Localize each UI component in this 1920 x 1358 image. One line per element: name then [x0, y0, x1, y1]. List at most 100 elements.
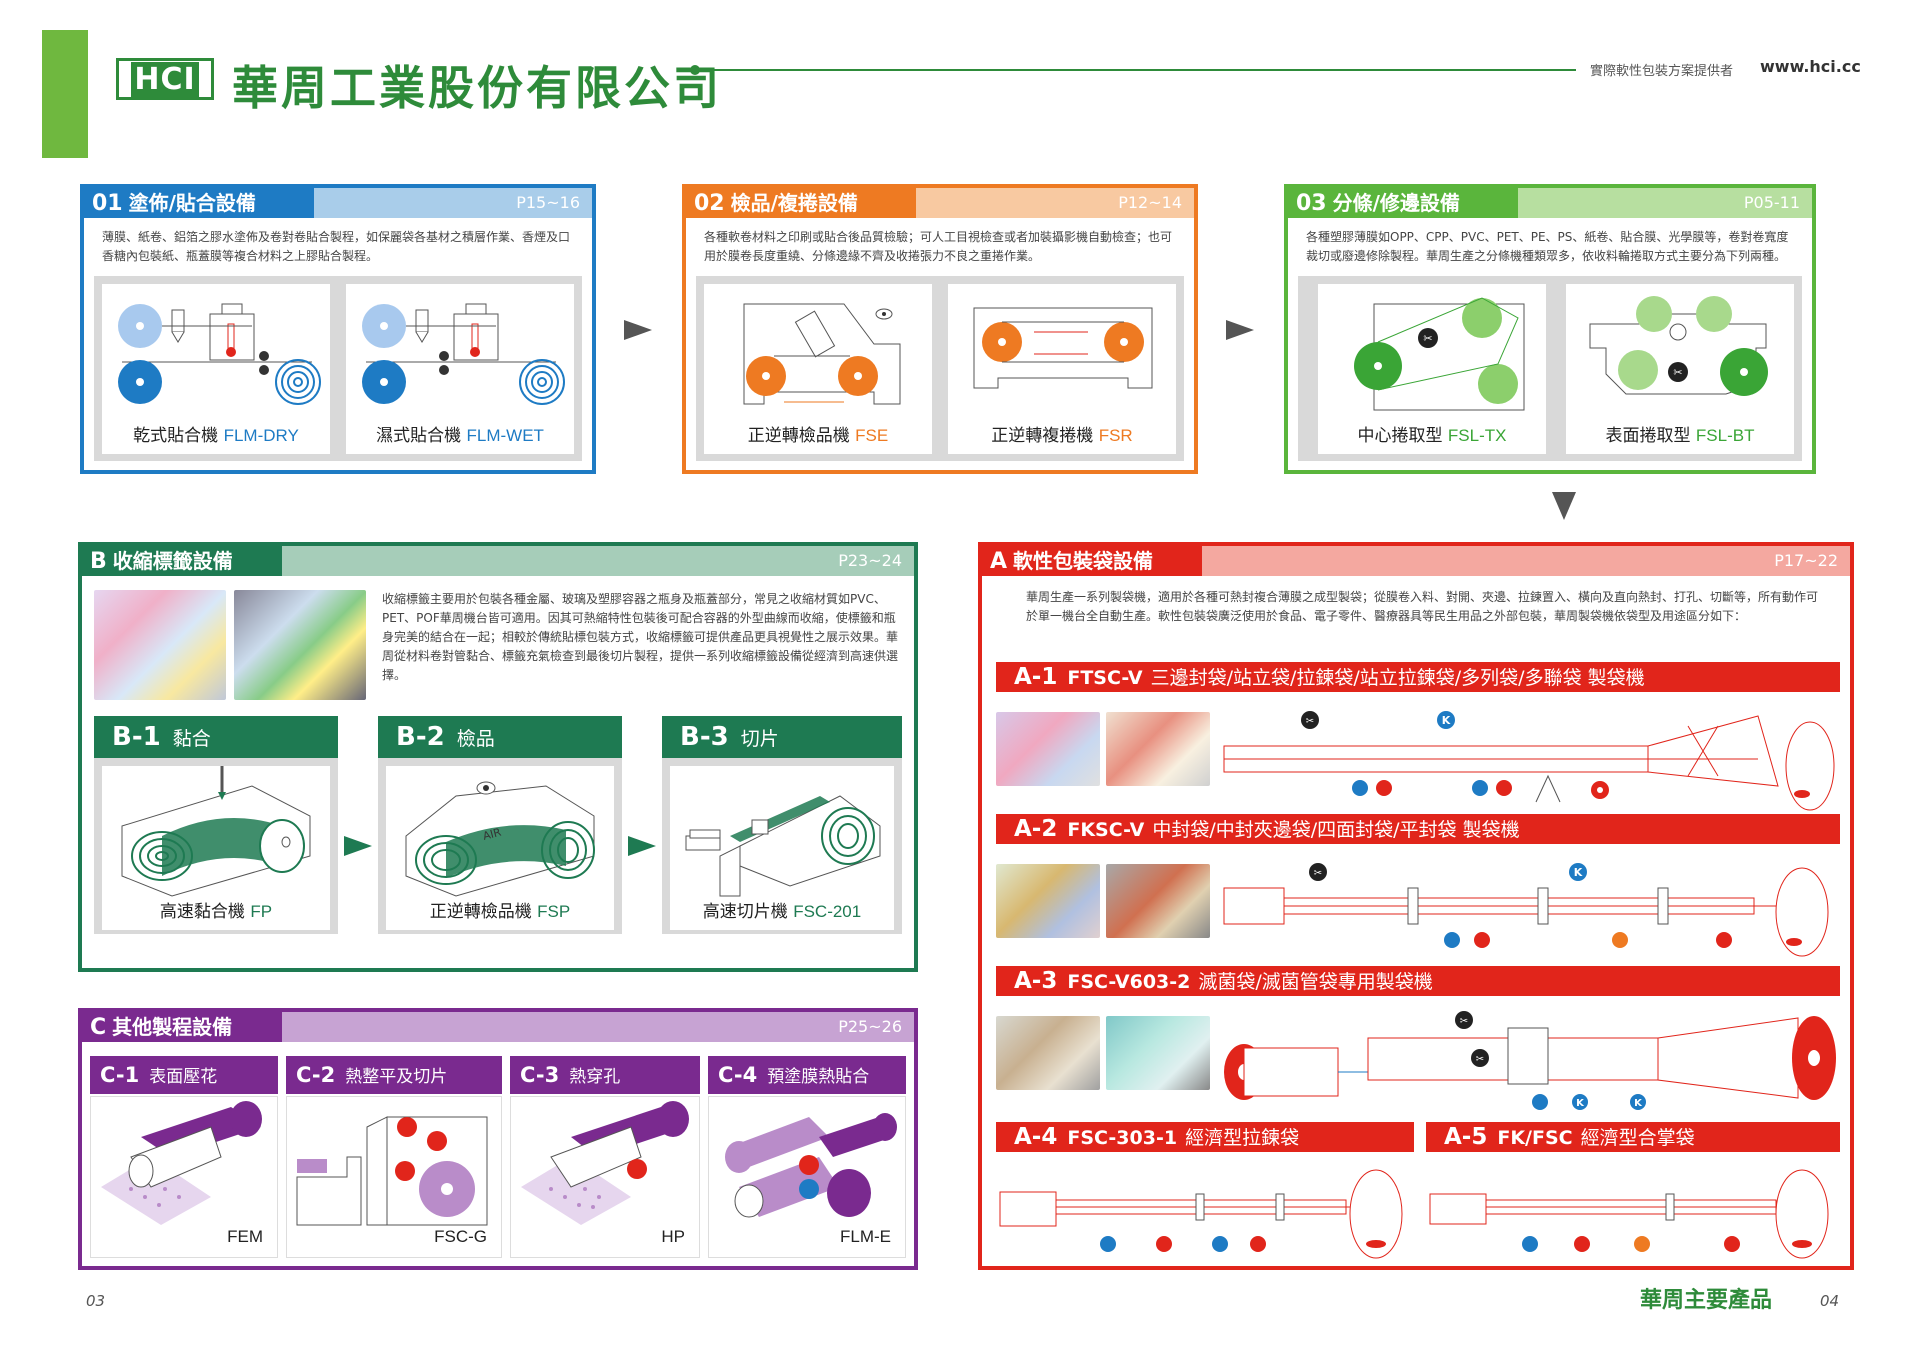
product-photo-packages: [94, 590, 226, 700]
machine-gallery: 乾式貼合機 FLM-DRY 濕式貼合機 FLM-WET: [94, 276, 582, 461]
machine-card-flm-dry[interactable]: 乾式貼合機 FLM-DRY: [102, 284, 330, 454]
k-badge: K: [1576, 1098, 1585, 1109]
k-badge: K: [1634, 1098, 1643, 1109]
product-photo-a1-1: [996, 712, 1100, 786]
product-photo-a1-2: [1106, 712, 1210, 786]
machine-gallery: 正逆轉檢品機 FSE 正逆轉複捲機 FSR: [696, 276, 1184, 461]
a3-machine-schematic: ✂ ✂ K K: [1224, 1011, 1836, 1110]
svg-text:✂: ✂: [1460, 1016, 1468, 1027]
flow-arrow: [1226, 320, 1254, 340]
company-name: 華周工業股份有限公司: [232, 61, 722, 115]
machine-card-fsc-g[interactable]: FSC-G: [286, 1096, 502, 1258]
k-badge: K: [1442, 714, 1451, 727]
website-link[interactable]: www.hci.cc: [1760, 57, 1861, 76]
rewinder-diagram: [973, 307, 1153, 389]
company-logo: HCI: [116, 58, 214, 100]
machine-card-fsc-201[interactable]: 高速切片機 FSC-201: [662, 758, 902, 934]
page-ref: P25~26: [838, 1017, 902, 1036]
machine-card-flm-e[interactable]: FLM-E: [708, 1096, 906, 1258]
air-label: AIR: [481, 825, 502, 842]
cutting-machine-diagram: [685, 795, 881, 897]
k-badge: K: [1574, 866, 1583, 879]
a2-machine-schematic: ✂ K: [1223, 863, 1829, 957]
inspection-machine-diagram: [743, 303, 901, 405]
machine-card-fem[interactable]: FEM: [90, 1096, 278, 1258]
machine-code: FLM-E: [840, 1227, 891, 1246]
panel-description: 各種塑膠薄膜如OPP、CPP、PVC、PET、PE、PS、紙卷、貼合膜、光學膜等…: [1306, 230, 1789, 263]
page-ref: P15~16: [516, 193, 580, 212]
label-inspection-diagram: AIR: [405, 781, 595, 897]
machine-code: FEM: [227, 1227, 263, 1246]
flow-arrow: [624, 320, 652, 340]
flow-arrow: [344, 836, 372, 856]
machine-label: 正逆轉檢品機 FSE: [747, 426, 889, 446]
svg-text:✂: ✂: [1306, 716, 1314, 727]
machine-card-fsp[interactable]: AIR 正逆轉檢品機 FSP: [378, 758, 622, 934]
machine-card-hp[interactable]: HP: [510, 1096, 700, 1258]
header-divider: [690, 65, 1576, 75]
page-ref: P12~14: [1118, 193, 1182, 212]
svg-text:✂: ✂: [1423, 332, 1432, 345]
machine-label: 正逆轉複捲機 FSR: [991, 426, 1133, 446]
gluing-machine-diagram: [121, 766, 311, 897]
product-photo-a3-2: [1106, 1016, 1210, 1090]
machine-label: 表面捲取型 FSL-BT: [1605, 426, 1755, 446]
a4-machine-schematic: [999, 1169, 1403, 1259]
panel-description: 收縮標籤主要用於包裝各種金屬、玻璃及塑膠容器之瓶身及瓶蓋部分，常見之收縮材質如P…: [382, 592, 899, 682]
machine-label: 高速黏合機 FP: [159, 902, 273, 922]
machine-card-fse[interactable]: 正逆轉檢品機 FSE: [704, 284, 932, 454]
wet-laminator-diagram: [362, 303, 565, 405]
product-photo-a3-1: [996, 1016, 1100, 1090]
dry-laminator-diagram: [118, 303, 321, 405]
machine-card-fp[interactable]: 高速黏合機 FP: [94, 758, 338, 934]
product-photo-bottles: [234, 590, 366, 700]
product-photo-a2-2: [1106, 864, 1210, 938]
machine-label: 中心捲取型 FSL-TX: [1357, 426, 1507, 446]
machine-label: 高速切片機 FSC-201: [702, 902, 862, 922]
flow-arrow-down: [1552, 492, 1576, 520]
machine-code: FSC-G: [434, 1227, 487, 1246]
page-ref: P23~24: [838, 551, 902, 570]
machine-card-flm-wet[interactable]: 濕式貼合機 FLM-WET: [346, 284, 574, 454]
tagline: 實際軟性包裝方案提供者: [1590, 64, 1734, 79]
machine-card-fsl-tx[interactable]: ✂ 中心捲取型 FSL-TX: [1318, 284, 1546, 454]
machine-card-fsr[interactable]: 正逆轉複捲機 FSR: [948, 284, 1176, 454]
page-ref: P17~22: [1774, 551, 1838, 570]
panel-description: 各種軟卷材料之印刷或貼合後品質檢驗；可人工目視檢查或者加裝攝影機自動檢查；也可用…: [704, 230, 1173, 263]
page-number-left: 03: [86, 1292, 106, 1310]
machine-card-fsl-bt[interactable]: ✂ 表面捲取型 FSL-BT: [1566, 284, 1794, 454]
thermal-lamination-diagram: [725, 1113, 897, 1218]
a1-machine-schematic: ✂ K: [1223, 711, 1835, 811]
product-photo-a2-1: [996, 864, 1100, 938]
center-winding-diagram: ✂: [1354, 297, 1525, 411]
panel-description: 薄膜、紙卷、鋁箔之膠水塗佈及卷對卷貼合製程，如保麗袋各基材之積層作業、香煙及口香…: [102, 230, 571, 263]
svg-text:✂: ✂: [1476, 1054, 1484, 1065]
svg-text:✂: ✂: [1673, 366, 1682, 379]
machine-code: HP: [661, 1227, 685, 1246]
